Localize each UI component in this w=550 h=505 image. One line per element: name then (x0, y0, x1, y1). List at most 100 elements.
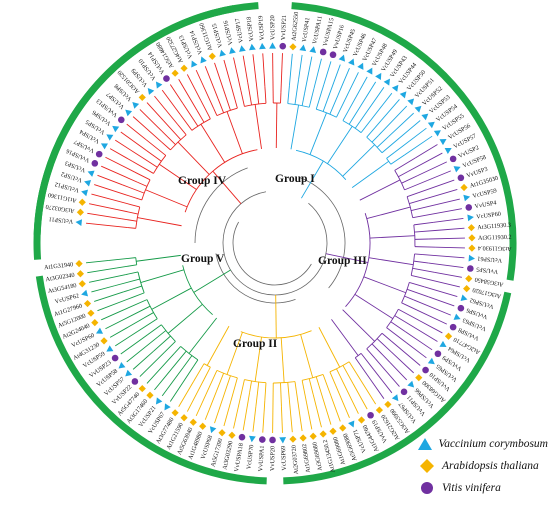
triangle-marker (467, 214, 474, 222)
leaf-branch (132, 351, 154, 370)
leaf-branch (242, 55, 249, 83)
circle-marker (163, 75, 170, 82)
leaf-branch (373, 368, 393, 394)
leaf-stem (412, 214, 426, 219)
diamond-marker (463, 285, 471, 293)
circle-icon (418, 481, 436, 495)
subclade-stem (136, 254, 181, 262)
leaf-branch (313, 58, 322, 89)
leaf-stem (336, 92, 349, 118)
triangle-marker (155, 397, 163, 405)
leaf-branch (427, 170, 451, 181)
leaf-stem (371, 135, 379, 143)
leaf-stem (329, 95, 339, 115)
leaf-branch (139, 109, 163, 132)
leaf-branch (417, 161, 447, 176)
leaf-stem (132, 292, 145, 298)
triangle-marker (249, 435, 256, 443)
group-arc (184, 149, 258, 213)
leaf-branch (252, 406, 257, 432)
leaf-branch (280, 53, 283, 93)
leaf-stem (179, 113, 193, 131)
leaf-stem (229, 377, 238, 404)
leaf-branch (97, 174, 123, 186)
triangle-marker (164, 403, 171, 411)
leaf-branch (146, 352, 175, 384)
leaf-stem (409, 197, 428, 205)
subclade-stem (342, 144, 375, 177)
leaf-stem (322, 99, 329, 112)
diamond-marker (180, 64, 188, 72)
leaf-stem (329, 371, 337, 386)
leaf-branch (390, 351, 414, 374)
leaf-branch (416, 309, 447, 325)
tree-backbone (194, 167, 346, 304)
leaf-label: At3G17020 (472, 286, 502, 300)
leaf-branch (369, 92, 393, 122)
circle-marker (238, 433, 246, 441)
leaf-branch (424, 286, 458, 297)
leaf-branch (204, 391, 217, 420)
diamond-marker (78, 198, 86, 206)
subclade-stem (331, 319, 359, 356)
subclade-stem (145, 189, 188, 208)
leaf-label: VcUSP70 (246, 444, 256, 469)
circle-marker (465, 204, 473, 211)
leaf-branch (359, 87, 385, 122)
leaf-label: At1G69802 (301, 443, 312, 473)
leaf-branch (405, 331, 433, 351)
leaf-stem (192, 363, 205, 383)
subclade-stem (226, 332, 243, 375)
leaf-stem (121, 218, 137, 222)
diamond-marker (289, 43, 297, 51)
leaf-label: VcUSP20 (269, 15, 276, 40)
leaf-label: VcUSP41 (301, 17, 311, 43)
leaf-branch (114, 331, 138, 347)
group-stem (193, 269, 231, 293)
legend-item-vitis: Vitis vinifera (418, 477, 548, 499)
leaf-stem (182, 103, 199, 127)
leaf-branch (204, 66, 219, 99)
leaf-stem (147, 160, 158, 168)
diamond-marker (228, 431, 236, 439)
tree-branches (85, 53, 465, 433)
leaf-branch (399, 120, 421, 139)
leaf-branch (435, 246, 465, 249)
diamond-marker (78, 280, 86, 288)
leaf-stem (401, 302, 418, 311)
triangle-marker (460, 294, 468, 302)
leaf-stem (315, 376, 320, 386)
group-stem (212, 170, 242, 204)
subclade-arc (135, 257, 138, 265)
leaf-label: At3G11930.4 (478, 244, 512, 252)
leaf-stem (287, 382, 290, 400)
leaf-branch (330, 394, 341, 422)
leaf-branch (428, 237, 465, 240)
leaf-label: VcUSP19 (257, 15, 266, 40)
leaf-stem (171, 350, 187, 369)
legend: Vaccinium corymbosum Arabidopsis thalian… (418, 433, 548, 499)
diamond-marker (465, 274, 473, 283)
leaf-branch (132, 116, 162, 143)
leaf-branch (242, 392, 250, 431)
triangle-marker (132, 101, 140, 109)
leaf-branch (359, 81, 377, 107)
leaf-branch (337, 68, 350, 96)
leaf-stem (157, 330, 167, 338)
subclade-arc (216, 107, 238, 117)
leaf-stem (308, 88, 315, 108)
subclade-stem (318, 327, 341, 368)
triangle-marker (155, 81, 163, 89)
subclade-stem (327, 125, 353, 165)
legend-item-arabidopsis: Arabidopsis thaliana (418, 455, 548, 477)
triangle-marker (87, 170, 95, 177)
triangle-marker (439, 340, 447, 348)
diamond-marker (76, 208, 85, 216)
diamond-marker (87, 309, 95, 317)
diamond-marker (91, 319, 99, 327)
legend-item-vaccinium: Vaccinium corymbosum (418, 433, 548, 455)
circle-marker (400, 388, 408, 396)
subclade-arc (316, 108, 337, 118)
leaf-branch (428, 296, 455, 307)
